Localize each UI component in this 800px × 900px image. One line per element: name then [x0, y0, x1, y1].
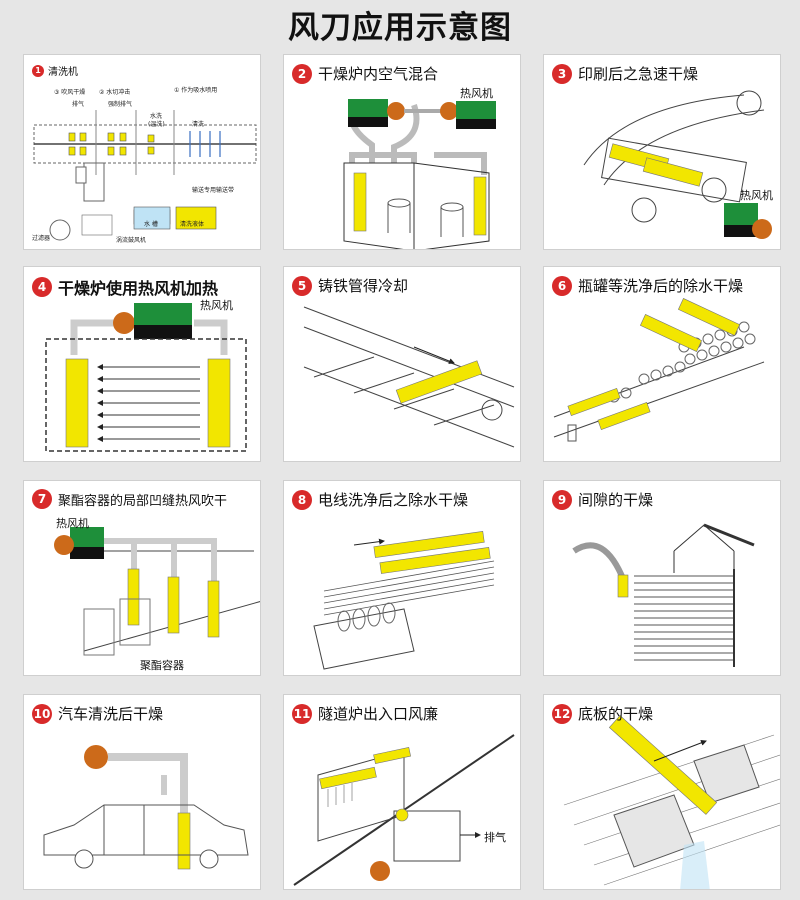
panel-8-header: 8 电线洗净后之除水干燥 — [292, 489, 468, 510]
label-blower: 热风机 — [200, 299, 233, 312]
panel-11: 11 隧道炉出入口风廉 排气 — [283, 694, 521, 890]
wire-drying-diagram — [313, 531, 495, 670]
panel-10: 10 汽车清洗后干燥 — [23, 694, 261, 890]
bottle-drying-diagram — [553, 298, 765, 442]
panel-12-number-badge: 12 — [552, 703, 572, 724]
panel-6: 6 瓶罐等洗净后的除水干燥 — [543, 266, 781, 462]
washer-diagram — [33, 110, 257, 241]
panel-1-number-badge: 1 — [32, 64, 44, 77]
panel-1-title: 清洗机 — [48, 67, 78, 78]
label-conveyor: 输送专用输送带 — [192, 187, 235, 194]
panel-11-title: 隧道炉出入口风廉 — [318, 705, 439, 723]
label-blower: 热风机 — [740, 189, 773, 202]
panel-7: 7 聚酯容器的局部凹缝热风吹干 热风机 聚酯容器 — [23, 480, 261, 676]
label-blower: 热风机 — [460, 87, 493, 100]
oven-air-mixing-diagram — [343, 99, 496, 249]
panel-11-number-badge: 11 — [292, 703, 312, 724]
print-drying-diagram — [583, 90, 772, 239]
label-water-wash: 水洗 — [150, 113, 163, 120]
page-title: 风刀应用示意图 — [288, 10, 512, 46]
label-clean: 清洗 — [192, 121, 205, 128]
car-drying-diagram — [43, 745, 249, 870]
gap-drying-diagram — [572, 523, 755, 667]
panel-3: 3 印刷后之急速干燥 热风机 — [543, 54, 781, 250]
panel-5: 5 铸铁管得冷却 — [283, 266, 521, 462]
panel-8-number-badge: 8 — [292, 489, 312, 510]
panel-3-header: 3 印刷后之急速干燥 — [552, 63, 698, 84]
panel-12: 12 底板的干燥 — [543, 694, 781, 890]
panel-1: 1 清洗机 ③ 吹风干燥 ② 水切冲击 ① 作为吸水喷用 排气 强制排气 水洗 … — [23, 54, 261, 250]
panel-2: 2 干燥炉内空气混合 热风机 — [283, 54, 521, 250]
label-cleaning-fluid: 清洗液体 — [180, 221, 205, 228]
panel-4-number-badge: 4 — [32, 277, 52, 297]
panel-9: 9 间隙的干燥 — [543, 480, 781, 676]
label-forced-exhaust: 强制排气 — [108, 101, 133, 108]
label-vortex-fan: 涡流鼓风机 — [116, 237, 147, 244]
panel-4-header: 4 干燥炉使用热风机加热 — [32, 275, 218, 299]
label-blower: 热风机 — [56, 517, 89, 530]
panel-5-number-badge: 5 — [292, 275, 312, 296]
panel-12-header: 12 底板的干燥 — [552, 703, 653, 724]
panel-4: 4 干燥炉使用热风机加热 热风机 — [23, 266, 261, 462]
panel-5-header: 5 铸铁管得冷却 — [292, 275, 408, 296]
panel-6-title: 瓶罐等洗净后的除水干燥 — [578, 277, 744, 295]
panel-10-number-badge: 10 — [32, 703, 52, 724]
panel-3-number-badge: 3 — [552, 63, 572, 84]
panel-2-number-badge: 2 — [292, 63, 312, 84]
board-drying-diagram — [563, 715, 780, 889]
label-exhaust: 排气 — [484, 831, 506, 844]
panel-9-number-badge: 9 — [552, 489, 572, 510]
panel-6-number-badge: 6 — [552, 275, 572, 296]
panel-8-title: 电线洗净后之除水干燥 — [318, 491, 469, 509]
panel-7-number-badge: 7 — [32, 489, 52, 509]
panel-2-title: 干燥炉内空气混合 — [318, 65, 439, 83]
panel-3-title: 印刷后之急速干燥 — [578, 65, 699, 83]
panel-2-header: 2 干燥炉内空气混合 — [292, 63, 438, 84]
oven-heating-diagram — [45, 303, 247, 452]
tunnel-oven-curtain-diagram — [293, 734, 515, 886]
container-drying-diagram — [54, 527, 260, 656]
label-container: 聚酯容器 — [140, 659, 184, 672]
panel-7-title: 聚酯容器的局部凹缝热风吹干 — [58, 493, 228, 509]
panel-7-header: 7 聚酯容器的局部凹缝热风吹干 — [32, 489, 227, 509]
label-blow-dry: ③ 吹风干燥 — [54, 89, 86, 96]
panel-9-title: 间隙的干燥 — [578, 491, 654, 509]
panel-8: 8 电线洗净后之除水干燥 — [283, 480, 521, 676]
label-tank: 水 槽 — [144, 221, 158, 228]
label-water-wash-2: (温洗) — [148, 121, 165, 128]
label-water-cut: ② 水切冲击 — [99, 89, 131, 96]
panel-5-title: 铸铁管得冷却 — [318, 277, 409, 295]
panel-9-header: 9 间隙的干燥 — [552, 489, 653, 510]
label-mist-exhaust: ① 作为吸水喷用 — [174, 87, 218, 94]
pipe-cooling-diagram — [303, 306, 515, 448]
panel-10-header: 10 汽车清洗后干燥 — [32, 703, 163, 724]
panel-4-title: 干燥炉使用热风机加热 — [58, 279, 219, 298]
panel-1-header: 1 清洗机 — [32, 63, 78, 78]
panel-6-header: 6 瓶罐等洗净后的除水干燥 — [552, 275, 743, 296]
panel-11-header: 11 隧道炉出入口风廉 — [292, 703, 438, 724]
label-exhaust: 排气 — [72, 101, 85, 108]
panel-10-title: 汽车清洗后干燥 — [58, 705, 164, 723]
panel-12-title: 底板的干燥 — [578, 705, 654, 723]
label-filter: 过滤器 — [32, 235, 51, 242]
